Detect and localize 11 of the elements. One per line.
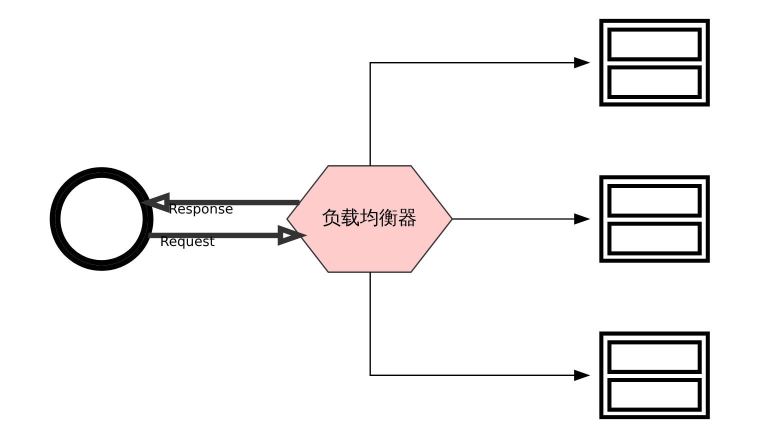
node-person [49,167,153,271]
arrow [452,213,590,225]
edge-label: Response [168,201,233,218]
arrow [148,225,307,246]
node-picture [598,175,710,263]
node-picture [598,332,710,420]
arrow [369,272,590,381]
arrow [369,57,590,166]
node-picture [598,18,710,106]
arrow [139,192,300,213]
edge-label: Request [160,234,214,250]
